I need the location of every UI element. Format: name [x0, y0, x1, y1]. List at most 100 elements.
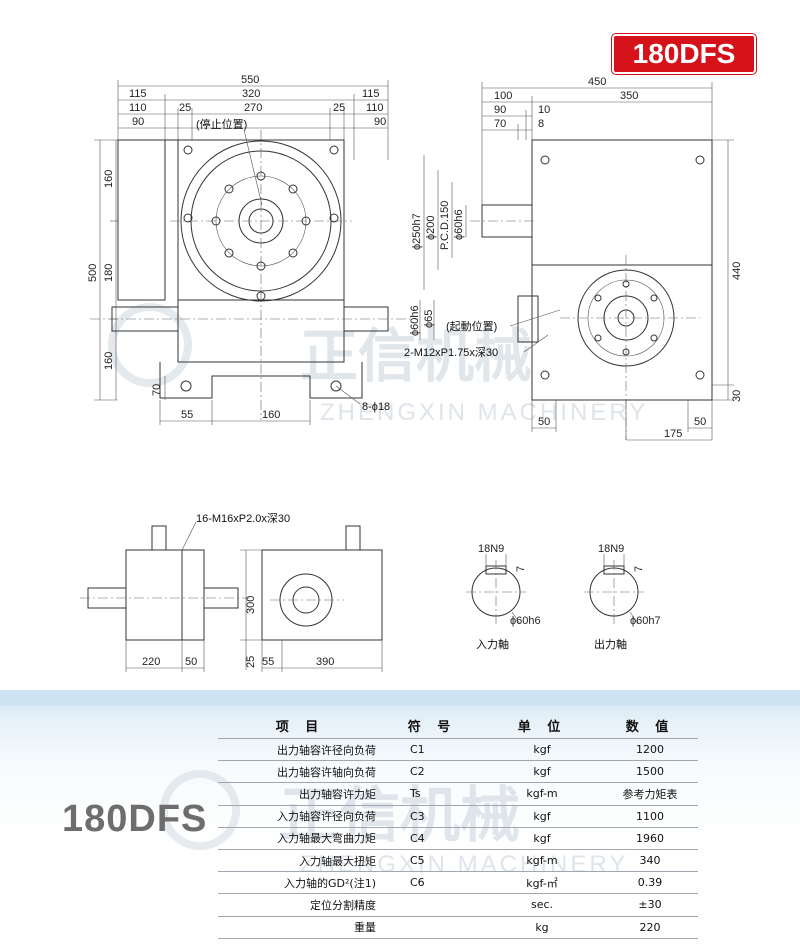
dim-8: 8 — [538, 118, 544, 130]
cell-unit: kgf-m — [482, 782, 602, 806]
cell-unit: sec. — [482, 893, 602, 917]
dim-25-bottom: 25 — [245, 656, 257, 668]
dim-90-left: 90 — [132, 116, 144, 128]
dim-55: 55 — [181, 409, 193, 421]
dim-110-right: 110 — [366, 102, 384, 114]
spec-section: 正信机械 ZHENGXIN MACHINERY 180DFS 项 目 符 号 单… — [0, 690, 800, 946]
tap-note: 2-M12xP1.75x深30 — [404, 346, 498, 359]
watermark-en: ZHENGXIN MACHINERY — [320, 399, 648, 426]
cell-value: 1200 — [602, 738, 698, 762]
dim-175: 175 — [664, 428, 682, 440]
cell-unit: kgf — [482, 805, 602, 828]
cell-item: 入力轴最大弯曲力矩 — [218, 827, 382, 850]
cell-unit: kgf-㎡ — [482, 871, 602, 895]
dim-115-left: 115 — [129, 88, 147, 100]
dim-160-bottom: 160 — [103, 352, 115, 370]
dim-25-right: 25 — [333, 102, 345, 114]
cell-symbol: C1 — [382, 738, 482, 762]
dim-phi200: ϕ200 — [425, 215, 437, 240]
cell-item: 出力轴容许轴向负荷 — [218, 760, 382, 784]
dim-70-side: 70 — [494, 118, 506, 130]
spec-table: 项 目 符 号 单 位 数 值 出力轴容许径向负荷 C1 kgf 1200 出力… — [218, 712, 698, 939]
dim-25-left: 25 — [179, 102, 191, 114]
dim-110-left: 110 — [129, 102, 147, 114]
dim-270: 270 — [244, 102, 262, 114]
cell-unit: kg — [482, 916, 602, 939]
hole-note: 8-ϕ18 — [362, 401, 390, 413]
input-shaft-dia: ϕ60h6 — [510, 615, 541, 627]
dim-pcd150: P.C.D.150 — [439, 201, 451, 250]
cell-symbol: C3 — [382, 805, 482, 828]
dim-220: 220 — [142, 656, 160, 668]
cell-symbol: Ts — [382, 782, 482, 806]
drawing-watermark: 正信机械 ZHENGXIN MACHINERY — [108, 303, 648, 426]
table-row: 入力轴容许径向负荷 C3 kgf 1100 — [218, 805, 698, 828]
cell-value: 1960 — [602, 827, 698, 850]
dim-100: 100 — [494, 90, 512, 102]
dim-160-bottom-span: 160 — [262, 409, 280, 421]
cell-item: 入力轴的GD²(注1) — [218, 871, 382, 895]
output-key-depth: 7 — [633, 566, 645, 572]
cell-symbol: C5 — [382, 849, 482, 873]
output-key-label: 18N9 — [598, 543, 624, 555]
cell-symbol: C6 — [382, 871, 482, 895]
dim-320: 320 — [242, 88, 260, 100]
cell-value: 参考力矩表 — [602, 782, 698, 806]
cell-value: ±30 — [602, 893, 698, 917]
table-row: 入力轴最大弯曲力矩 C4 kgf 1960 — [218, 827, 698, 850]
dim-50-bottom: 50 — [185, 656, 197, 668]
watermark-gear-icon — [108, 303, 192, 387]
input-key-depth: 7 — [515, 566, 527, 572]
table-row: 入力轴的GD²(注1) C6 kgf-㎡ 0.39 — [218, 871, 698, 895]
bottom-left-view: 16-M16xP2.0x深30 220 50 — [80, 512, 290, 672]
cell-item: 出力轴容许径向负荷 — [218, 738, 382, 762]
drawing-canvas: 正信机械 ZHENGXIN MACHINERY 550 115 320 115 … — [80, 74, 743, 672]
cell-value: 340 — [602, 849, 698, 873]
input-shaft-detail: 18N9 7 ϕ60h6 入力軸 — [466, 543, 541, 651]
cell-unit: kgf — [482, 827, 602, 850]
bottom-tap-note: 16-M16xP2.0x深30 — [196, 512, 290, 525]
dim-50-right: 50 — [694, 416, 706, 428]
cell-item: 入力轴容许径向负荷 — [218, 805, 382, 828]
cell-item: 入力轴最大扭矩 — [218, 849, 382, 873]
cell-symbol — [382, 916, 482, 939]
dim-390: 390 — [316, 656, 334, 668]
cell-item: 出力轴容许力矩 — [218, 782, 382, 806]
dim-10: 10 — [538, 104, 550, 116]
side-view: 450 100 350 90 10 70 8 — [404, 76, 743, 441]
header-unit: 单 位 — [482, 712, 602, 739]
cell-value: 1100 — [602, 805, 698, 828]
output-shaft-label: 出力軸 — [594, 637, 627, 651]
cell-value: 1500 — [602, 760, 698, 784]
dim-phi60h6-top: ϕ60h6 — [453, 209, 465, 240]
header-symbol: 符 号 — [382, 712, 482, 739]
cell-item: 重量 — [218, 916, 382, 939]
cell-symbol — [382, 893, 482, 917]
spec-table-header: 项 目 符 号 单 位 数 值 — [218, 712, 698, 739]
output-shaft-dia: ϕ60h7 — [630, 615, 661, 627]
stop-position-label: (停止位置) — [196, 117, 247, 131]
dim-550: 550 — [241, 74, 259, 86]
spec-model-label: 180DFS — [62, 798, 208, 840]
input-shaft-label: 入力軸 — [476, 637, 509, 651]
table-row: 入力轴最大扭矩 C5 kgf-m 340 — [218, 849, 698, 873]
table-row: 重量 kg 220 — [218, 916, 698, 939]
dim-phi65: ϕ65 — [423, 310, 435, 328]
output-shaft-detail: 18N9 7 ϕ60h7 出力軸 — [584, 543, 661, 651]
dim-440: 440 — [731, 262, 743, 280]
table-row: 出力轴容许径向负荷 C1 kgf 1200 — [218, 738, 698, 762]
dim-phi60h6-bottom: ϕ60h6 — [409, 305, 421, 336]
dim-70: 70 — [151, 384, 163, 396]
cell-unit: kgf — [482, 738, 602, 762]
dim-115-right: 115 — [362, 88, 380, 100]
header-value: 数 值 — [602, 712, 698, 739]
table-row: 定位分割精度 sec. ±30 — [218, 893, 698, 917]
table-row: 出力轴容许轴向负荷 C2 kgf 1500 — [218, 760, 698, 784]
cell-item: 定位分割精度 — [218, 893, 382, 917]
cell-value: 0.39 — [602, 871, 698, 895]
dim-phi250h7: ϕ250h7 — [411, 213, 423, 250]
dim-90-right: 90 — [374, 116, 386, 128]
front-view: 550 115 320 115 110 25 270 25 110 90 90 — [87, 74, 418, 425]
header-item: 项 目 — [218, 712, 382, 739]
cell-value: 220 — [602, 916, 698, 939]
